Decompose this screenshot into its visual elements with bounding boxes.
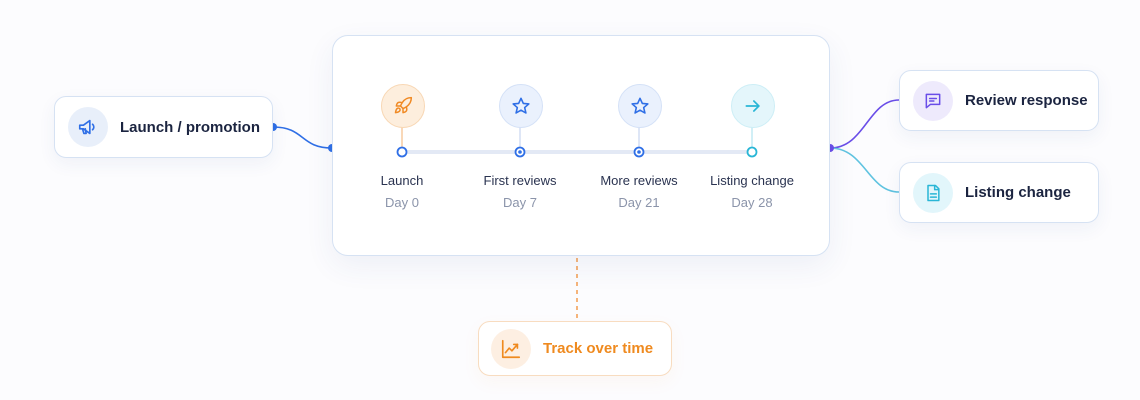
rocket-icon	[393, 96, 413, 116]
review-response-card[interactable]: Review response	[899, 70, 1099, 131]
milestone-first-reviews-icon-circle	[499, 84, 543, 128]
launch-promotion-label: Launch / promotion	[120, 118, 260, 136]
milestone-dot-2-center	[518, 150, 522, 154]
milestone-listing-change-day: Day 28	[731, 195, 773, 210]
track-over-time-label: Track over time	[543, 340, 654, 357]
launch-promotion-card[interactable]: Launch / promotion	[54, 96, 273, 158]
star-icon	[630, 96, 650, 116]
milestone-first-reviews-label: First reviews	[483, 173, 557, 188]
listing-change-card[interactable]: Listing change	[899, 162, 1099, 223]
milestone-more-reviews-day: Day 21	[618, 195, 660, 210]
milestone-more-reviews-label: More reviews	[600, 173, 678, 188]
milestone-launch-label: Launch	[380, 173, 424, 188]
connector-launch-to-timeline	[272, 126, 333, 149]
milestone-launch-day: Day 0	[385, 195, 419, 210]
connector-timeline-to-listing	[829, 147, 900, 193]
megaphone-icon	[68, 107, 108, 147]
milestone-first-reviews-day: Day 7	[503, 195, 537, 210]
document-icon	[913, 172, 953, 213]
star-icon	[511, 96, 531, 116]
milestone-listing-change-icon-circle	[731, 84, 775, 128]
review-response-label: Review response	[965, 92, 1088, 109]
milestone-dot-4	[746, 146, 758, 158]
milestone-listing-change-label: Listing change	[710, 173, 794, 188]
connector-timeline-to-review	[829, 99, 900, 149]
track-over-time-card[interactable]: Track over time	[478, 321, 672, 376]
message-square-icon	[913, 80, 953, 121]
milestone-dot-1	[396, 146, 408, 158]
milestone-launch-icon-circle	[381, 84, 425, 128]
timeline-panel: Launch Day 0 First reviews Day 7 More re…	[332, 35, 830, 256]
timeline-track	[396, 126, 758, 158]
arrow-right-icon	[743, 96, 763, 116]
milestone-dot-3-center	[637, 150, 641, 154]
trending-up-chart-icon	[491, 328, 531, 369]
listing-change-label: Listing change	[965, 184, 1071, 201]
milestone-more-reviews-icon-circle	[618, 84, 662, 128]
